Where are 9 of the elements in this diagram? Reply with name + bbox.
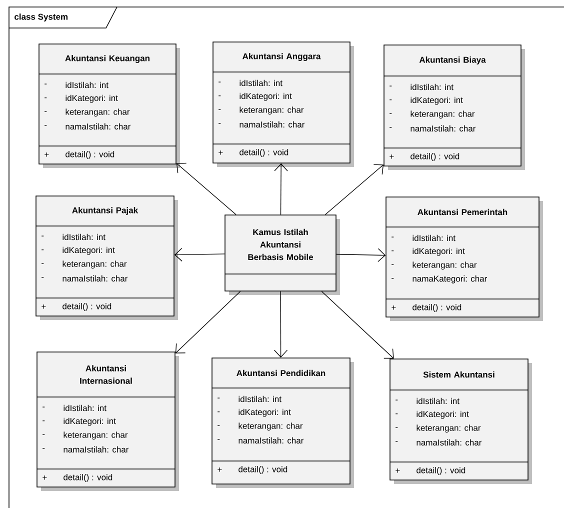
arrow — [174, 248, 225, 262]
arrow — [274, 163, 288, 215]
arrow — [324, 164, 384, 215]
arrow — [175, 291, 241, 354]
arrow — [274, 291, 288, 358]
frame-title: class System — [14, 14, 68, 22]
arrow — [321, 291, 394, 359]
arrow — [336, 248, 386, 262]
arrow — [176, 162, 236, 215]
